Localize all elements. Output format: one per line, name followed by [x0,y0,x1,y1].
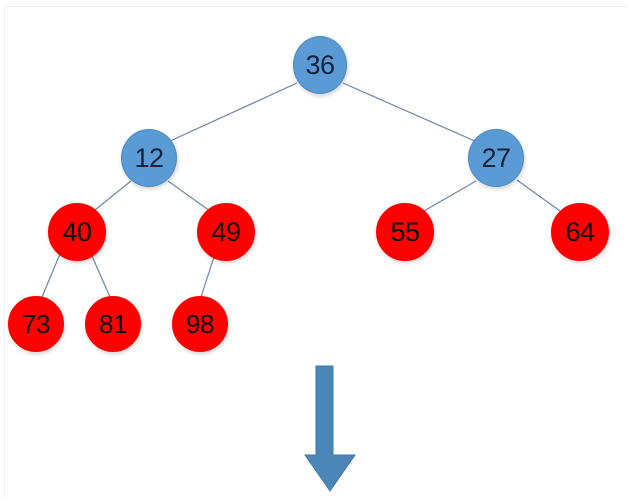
tree-node-98[interactable]: 98 [172,296,228,352]
tree-edge-n12-n49 [167,180,211,212]
tree-node-label: 55 [390,216,420,247]
tree-node-12[interactable]: 12 [121,129,177,187]
tree-edge-n40-n73 [41,253,61,298]
tree-edge-n49-n98 [200,256,215,298]
tree-node-64[interactable]: 64 [551,203,609,261]
tree-node-label: 73 [22,309,50,339]
tree-node-label: 49 [211,216,241,247]
tree-node-36[interactable]: 36 [293,36,347,94]
tree-edge-n40-n81 [91,255,111,298]
tree-edge-n36-n27 [342,82,478,143]
down-arrow-group [304,365,356,492]
tree-node-label: 40 [62,216,92,247]
tree-edge-n27-n55 [423,180,477,212]
tree-node-81[interactable]: 81 [85,296,141,352]
down-arrow-icon [304,365,356,492]
tree-node-55[interactable]: 55 [376,203,434,261]
tree-node-label: 64 [565,216,595,247]
edge-group [41,82,561,298]
tree-node-27[interactable]: 27 [468,129,524,187]
tree-node-73[interactable]: 73 [8,296,64,352]
tree-edge-n12-n40 [94,180,132,211]
tree-edge-n27-n64 [516,179,561,212]
tree-node-40[interactable]: 40 [48,203,106,261]
tree-edge-n36-n12 [167,82,298,143]
tree-node-label: 81 [99,309,127,339]
tree-node-label: 36 [305,49,335,80]
tree-node-49[interactable]: 49 [197,203,255,261]
tree-node-label: 27 [481,142,511,173]
tree-node-label: 98 [186,309,214,339]
tree-node-label: 12 [134,142,164,173]
